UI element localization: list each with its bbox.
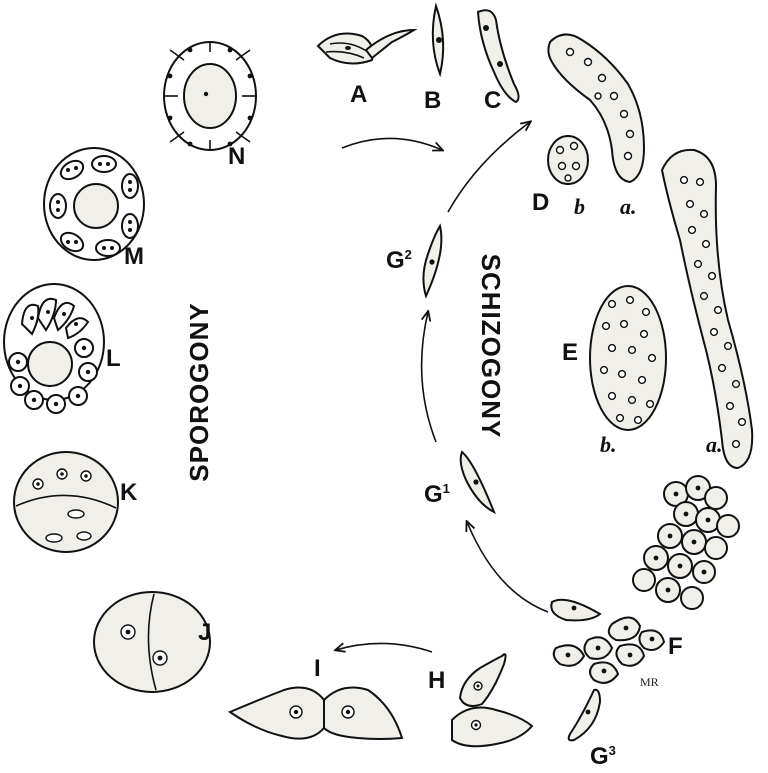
label-e: E [562, 339, 578, 366]
stage-k-cell [14, 452, 118, 552]
label-d: D [532, 189, 549, 216]
signature-mr: MR [640, 675, 659, 689]
stage-g1-cell [461, 452, 494, 512]
stage-n-cell [164, 42, 256, 150]
stage-a-cell [318, 30, 414, 64]
phase-label-schizogony: SCHIZOGONY [476, 254, 506, 439]
label-m: M [124, 243, 144, 270]
label-b: B [424, 87, 441, 114]
stage-i-cells [230, 688, 402, 739]
stage-d-b-cell [548, 136, 588, 184]
label-k: K [120, 479, 138, 506]
label-h: H [428, 667, 445, 694]
stage-e-a-cell [662, 150, 752, 468]
label-a: A [350, 81, 367, 108]
label-f: F [668, 633, 683, 660]
label-g2: G2 [386, 247, 412, 274]
arrow-f-to-g1 [467, 522, 548, 612]
stage-f-top-cells [633, 476, 739, 609]
label-j: J [198, 619, 211, 646]
label-g1: G1 [424, 481, 450, 508]
phase-label-sporogony: SPOROGONY [184, 302, 214, 481]
label-d-b: b [574, 194, 585, 219]
label-e-a: a. [706, 432, 723, 457]
label-c: C [484, 87, 501, 114]
arrow-top [342, 138, 442, 150]
stage-e-b-cell [590, 286, 666, 430]
label-e-b: b. [600, 432, 617, 457]
stage-j-cell [94, 592, 210, 692]
stage-h-cell-upper [460, 654, 506, 706]
label-g3: G3 [590, 743, 616, 768]
label-n: N [228, 143, 245, 170]
stage-l-cell [4, 284, 104, 413]
stage-g2-cell [423, 226, 441, 296]
arrow-g1-to-g2 [422, 312, 436, 442]
stage-f-merozoites [551, 600, 664, 683]
arrow-bottom [336, 643, 432, 652]
arrow-g2-to-c [448, 122, 530, 212]
stage-b-cell [433, 6, 443, 74]
label-d-a: a. [620, 194, 637, 219]
label-l: L [106, 345, 121, 372]
label-i: I [314, 655, 321, 682]
stage-f-cluster [551, 476, 739, 683]
stage-g3-cell [569, 690, 600, 741]
stage-h-cell-lower [452, 708, 532, 747]
